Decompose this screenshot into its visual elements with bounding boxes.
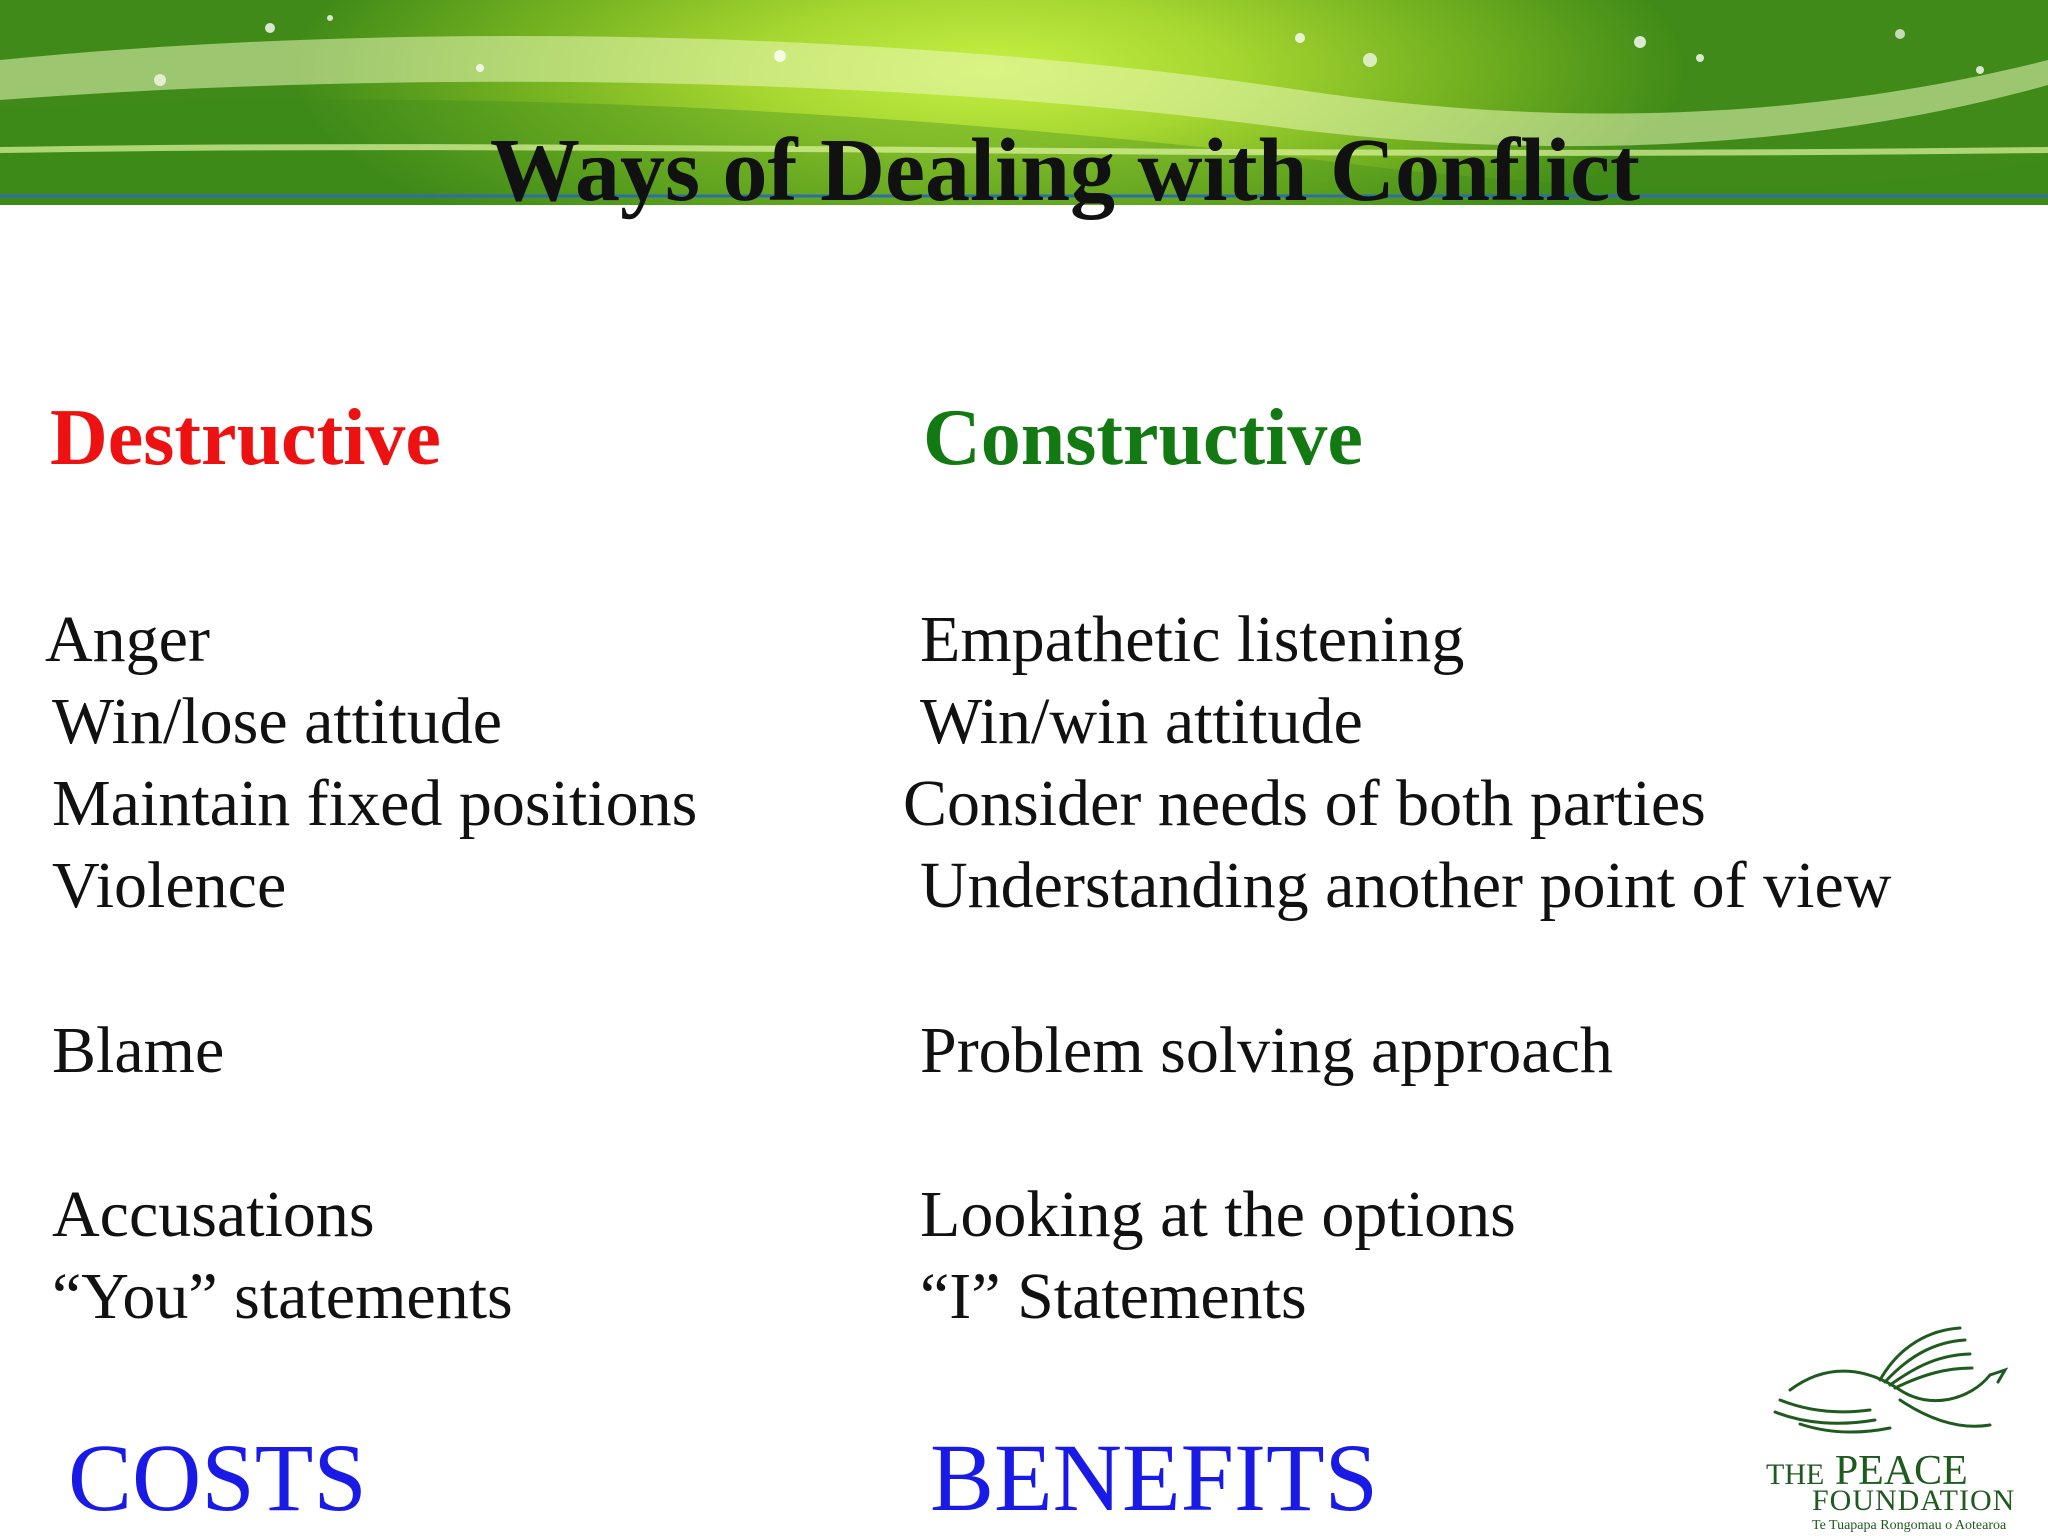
list-item: Anger [45,603,210,676]
logo-foundation: FOUNDATION [1812,1484,2016,1517]
slide-title: Ways of Dealing with Conflict [489,121,1640,220]
logo-wordmark: THE PEACE [1766,1450,1968,1492]
peace-foundation-logo: THE PEACE FOUNDATION Te Tuapapa Rongomau… [1760,1320,2048,1536]
list-item: Win/win attitude [920,685,1363,758]
list-item: Violence [52,849,287,922]
dove-icon [1773,1326,2009,1434]
destructive-heading: Destructive [50,394,441,482]
list-item: Looking at the options [920,1178,1516,1251]
list-item: Maintain fixed positions [52,767,698,840]
list-item: Understanding another point of view [920,849,1892,922]
list-item: Empathetic listening [920,603,1465,676]
list-item: Consider needs of both parties [903,767,1706,840]
list-item: Blame [52,1014,225,1087]
logo-the: THE [1766,1458,1825,1491]
list-item: Win/lose attitude [52,685,503,758]
constructive-heading: Constructive [923,394,1363,482]
list-item: Problem solving approach [920,1014,1613,1087]
header-banner [0,0,2048,205]
banner-swoosh [0,15,2048,205]
list-item: “I” Statements [920,1260,1307,1333]
costs-label: COSTS [68,1424,367,1531]
list-item: Accusations [52,1178,375,1251]
logo-peace: PEACE [1834,1448,1968,1494]
logo-tagline: Te Tuapapa Rongomau o Aotearoa [1812,1518,2007,1533]
benefits-label: BENEFITS [930,1424,1379,1531]
list-item: “You” statements [52,1260,513,1333]
